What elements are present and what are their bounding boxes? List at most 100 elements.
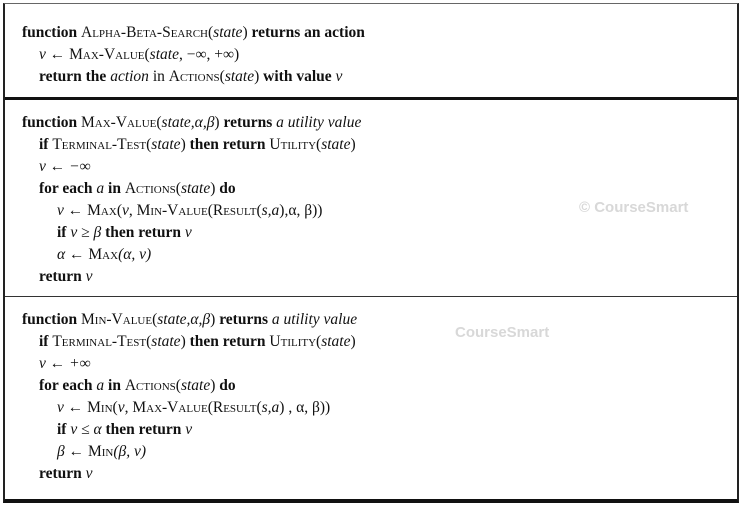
paren: ) (210, 180, 216, 197)
arrow: ← (45, 46, 70, 63)
keyword-function: function (22, 311, 78, 328)
fn: Utility (269, 333, 317, 350)
function-name: Min-Value (81, 311, 153, 328)
paren: ( (146, 333, 152, 350)
fn: Max-Value (132, 399, 208, 416)
var: v (39, 46, 46, 63)
keyword-return: return (39, 268, 82, 285)
keyword-returns: returns (219, 311, 268, 328)
arg: state (180, 180, 211, 197)
paren: ) (254, 68, 260, 85)
max-value-line-6: α ← Max(α, v) (57, 245, 151, 265)
keyword-returns: returns (223, 114, 273, 131)
var: v (184, 224, 192, 241)
return-type: a utility value (271, 311, 358, 328)
max-value-line-5: if v ≥ β then return v (57, 223, 192, 243)
arg: state (151, 136, 181, 153)
var: v (117, 399, 125, 416)
paren: ( (116, 202, 122, 219)
alpha-beta-header: function Alpha-Beta-Search(state) return… (22, 23, 365, 43)
fn: Actions (124, 377, 176, 394)
paren: ( (175, 180, 181, 197)
paren: ( (144, 46, 150, 63)
return-type: a utility value (276, 114, 362, 131)
min-value-line-5: if v ≤ α then return v (57, 420, 192, 440)
fn: Max (88, 246, 119, 263)
keyword-do: do (219, 377, 236, 394)
keyword-in: in (108, 377, 121, 394)
paren: ( (256, 399, 262, 416)
fn: Result (212, 202, 257, 219)
paren: ( (207, 399, 213, 416)
args: s,a (261, 399, 280, 416)
watermark-1: © CourseSmart (579, 199, 689, 216)
keyword-if: if (39, 136, 49, 153)
arrow: ← (65, 246, 89, 263)
min-value-line-4: v ← Min(v, Max-Value(Result(s,a) , α, β)… (57, 398, 330, 418)
paren: ( (219, 68, 225, 85)
min-value-line-1: if Terminal-Test(state) then return Util… (39, 332, 356, 352)
min-value-line-6: β ← Min(β, v) (57, 442, 146, 462)
keyword-function: function (22, 114, 78, 131)
min-value-header: function Min-Value(state,α,β) returns a … (22, 310, 357, 330)
keyword-then-return: then return (105, 224, 181, 241)
keyword-then-return: then return (105, 421, 182, 438)
action-word: action (110, 68, 149, 85)
paren: ) (180, 136, 186, 153)
arg: state (224, 68, 255, 85)
paren: ) (214, 114, 220, 131)
keyword-return: return the (39, 68, 107, 85)
arg: state (149, 46, 179, 63)
fn: Min (87, 399, 113, 416)
var: α (57, 246, 66, 263)
fn: Max-Value (69, 46, 145, 63)
args-tail: ) , α, β)) (279, 399, 331, 416)
param: state (213, 24, 243, 41)
arrow: ← (63, 202, 88, 219)
function-name: Max-Value (81, 114, 157, 131)
fn: Min (87, 443, 114, 460)
min-value-line-7: return v (39, 464, 93, 484)
fn: Result (212, 399, 257, 416)
var: v (121, 202, 129, 219)
max-value-line-4: v ← Max(v, Min-Value(Result(s,a),α, β)) (57, 201, 322, 221)
keyword-if: if (57, 224, 67, 241)
paren: ( (152, 311, 158, 328)
fn: Max (87, 202, 117, 219)
paren: ( (175, 377, 181, 394)
fn: Utility (269, 136, 317, 153)
paren: ) (350, 333, 356, 350)
keyword-if: if (39, 333, 49, 350)
watermark-2: CourseSmart (455, 324, 550, 341)
paren: ) (210, 377, 216, 394)
var: a (96, 180, 105, 197)
args-tail: ),α, β)) (279, 202, 323, 219)
comma: , (124, 399, 133, 416)
keyword-for-each: for each (39, 377, 93, 394)
keyword-if: if (57, 421, 67, 438)
var: v (335, 68, 343, 85)
pseudocode-frame: function Alpha-Beta-Search(state) return… (3, 3, 739, 503)
min-value-line-2: v ← +∞ (39, 355, 91, 372)
var: v (185, 421, 193, 438)
fn: Terminal-Test (52, 136, 147, 153)
paren: ( (156, 114, 162, 131)
paren: ) (242, 24, 248, 41)
function-name: Alpha-Beta-Search (81, 24, 208, 41)
keyword-then-return: then return (189, 136, 266, 153)
var: v (57, 202, 64, 219)
arg: state (151, 333, 181, 350)
keyword-in: in (108, 180, 121, 197)
arrow: ← (64, 443, 88, 460)
in-word: in (152, 68, 165, 85)
var: a (96, 377, 105, 394)
var: v (57, 399, 64, 416)
arrow: ← (63, 399, 88, 416)
args: (β, v) (113, 443, 147, 460)
keyword-return: return (39, 465, 82, 482)
var: v (85, 268, 93, 285)
keyword-function: function (22, 24, 78, 41)
condition: v ≥ β (70, 224, 102, 241)
paren: ( (146, 136, 152, 153)
keyword-with-value: with value (263, 68, 332, 85)
